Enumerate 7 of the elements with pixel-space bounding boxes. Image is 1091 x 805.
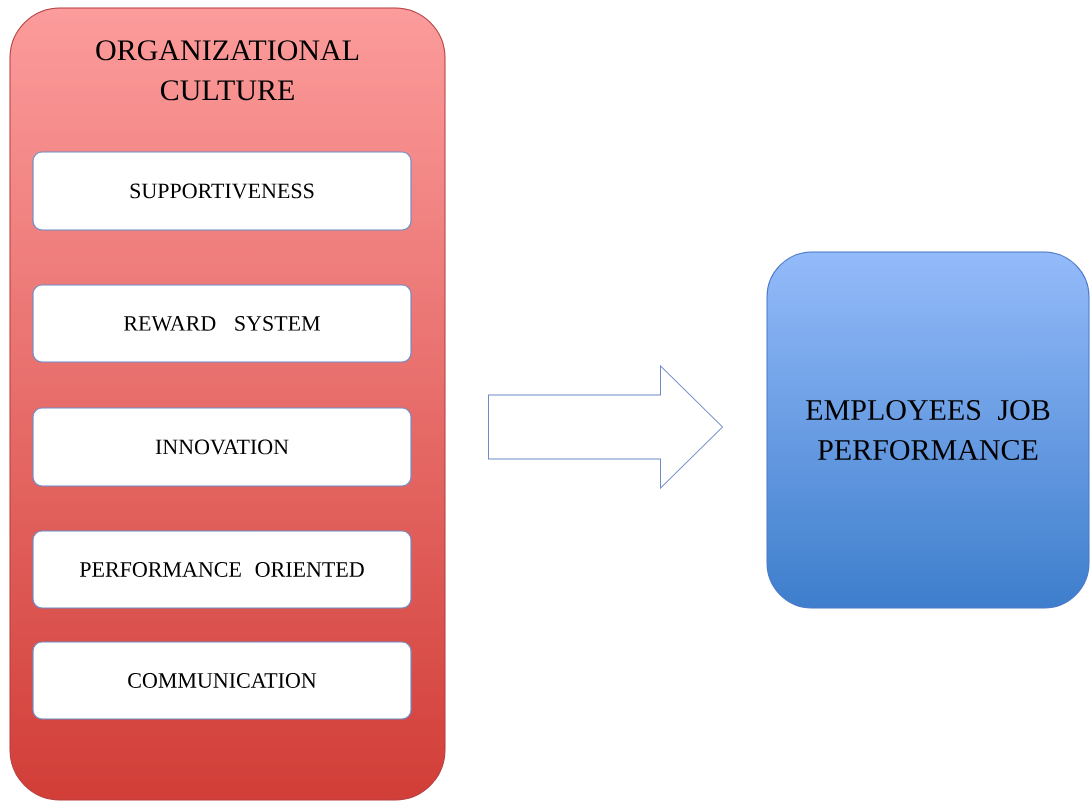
item-box: COMMUNICATION	[32, 641, 412, 720]
item-box: INNOVATION	[32, 407, 412, 487]
outcome-box: EMPLOYEES JOB PERFORMANCE	[766, 251, 1090, 609]
item-box: SUPPORTIVENESS	[32, 151, 412, 231]
block-arrow	[488, 365, 723, 489]
item-box: REWARD SYSTEM	[32, 284, 412, 363]
item-box: PERFORMANCE ORIENTED	[32, 530, 412, 609]
